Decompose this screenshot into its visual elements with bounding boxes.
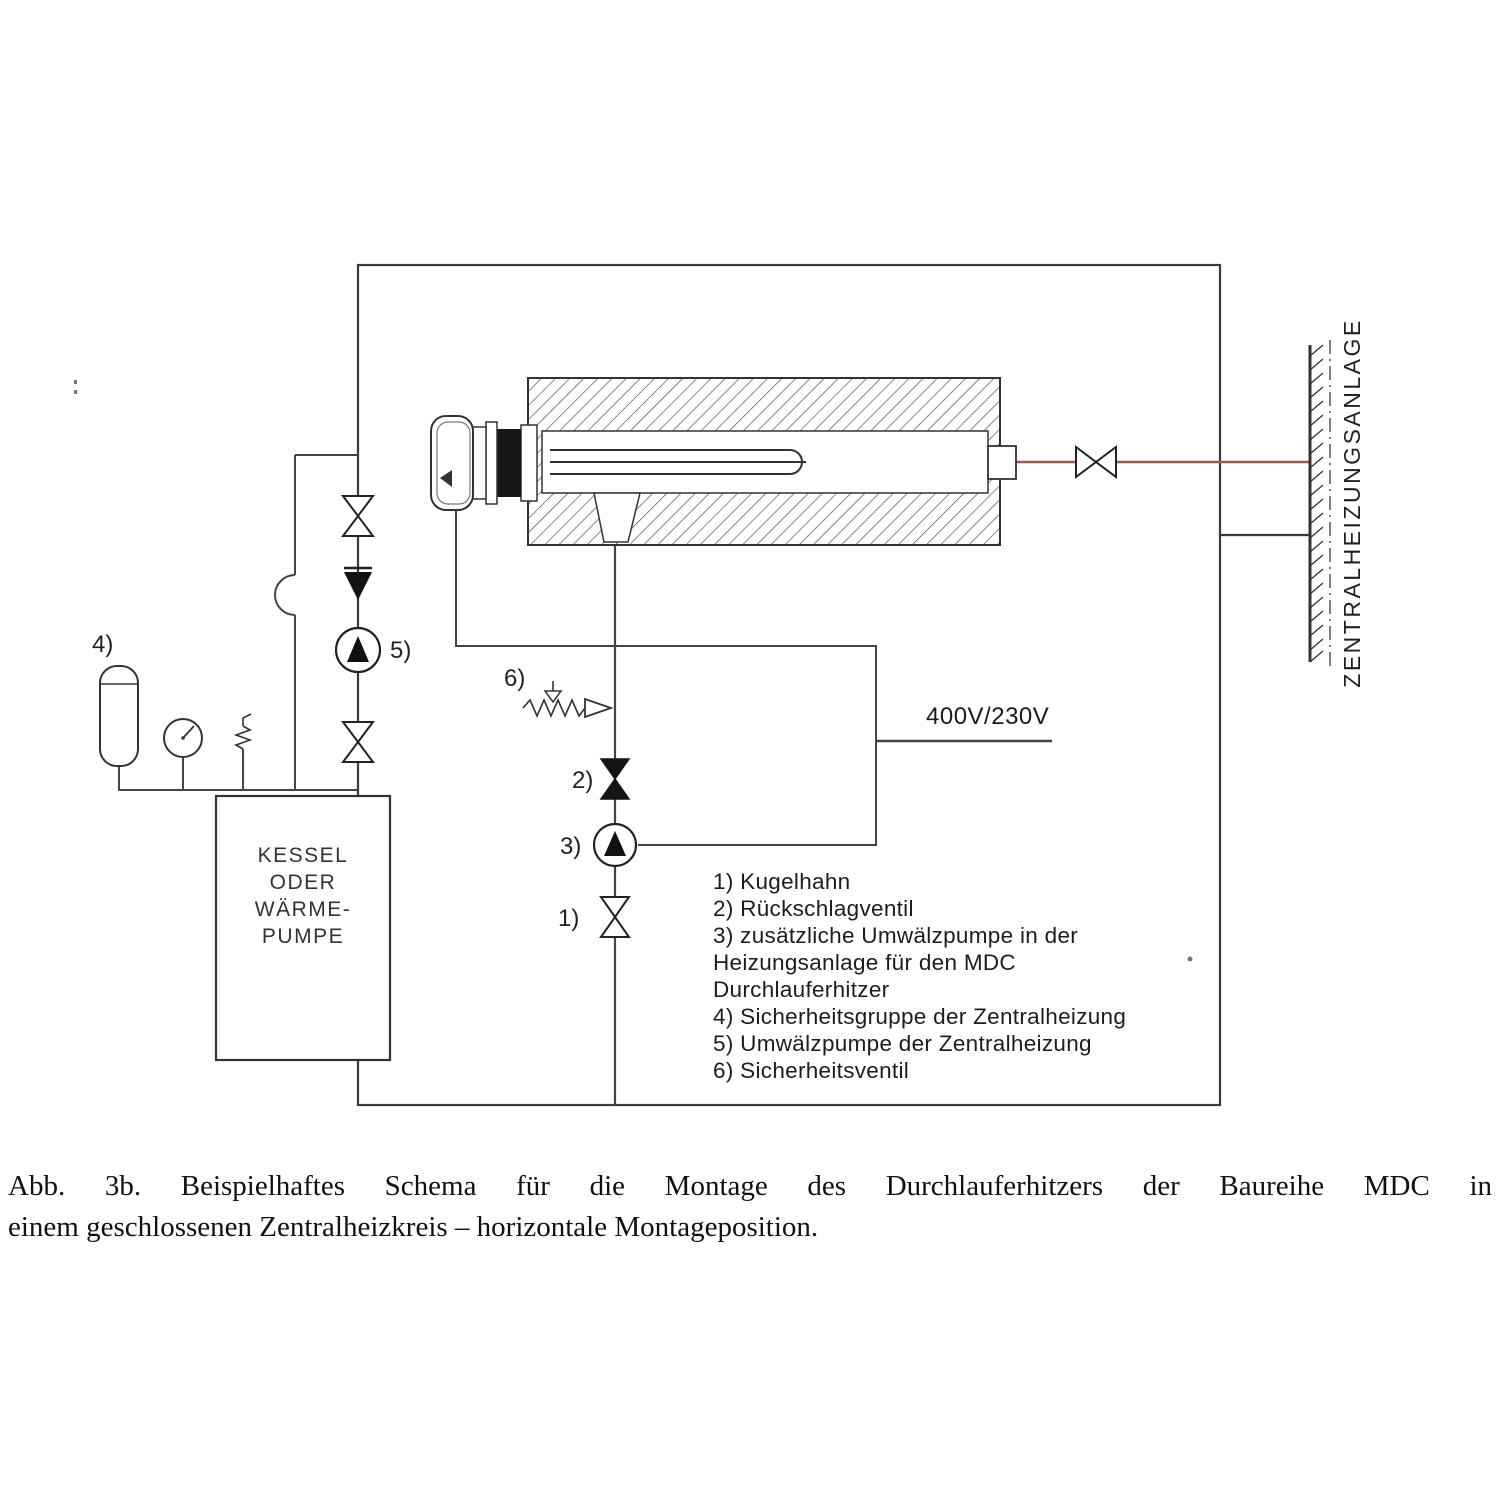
flow-shutoff-valve — [1075, 445, 1117, 479]
electrical-wiring — [455, 510, 1052, 846]
pump-rotor-icon — [347, 636, 369, 662]
circuit-loop — [356, 263, 1222, 1107]
legend-line: 6) Sicherheitsventil — [713, 1058, 910, 1083]
figure-caption: Abb. 3b. Beispielhaftes Schema für die M… — [8, 1166, 1492, 1248]
boiler-line1: KESSEL — [258, 844, 349, 867]
boiler-line4: PUMPE — [262, 925, 344, 948]
caption-line2: einem geschlossenen Zentralheizkreis – h… — [8, 1211, 819, 1243]
callout-3: 3) — [560, 833, 581, 860]
gauge-needle — [182, 725, 195, 739]
boiler-line3: WÄRME- — [255, 898, 352, 921]
mdc-heater — [430, 377, 1017, 546]
legend-line: 5) Umwälzpumpe der Zentralheizung — [713, 1031, 1092, 1056]
legend-line: 3) zusätzliche Umwälzpumpe in der — [713, 923, 1079, 948]
boiler-line2: ODER — [270, 871, 337, 894]
legend: 1) Kugelhahn 2) Rückschlagventil 3) zusä… — [713, 868, 1213, 1084]
caption-line1: Abb. 3b. Beispielhaftes Schema für die M… — [8, 1170, 1492, 1202]
group-safety-valve — [233, 713, 253, 790]
callout-2: 2) — [572, 767, 593, 794]
central-heating-boundary: ZENTRALHEIZUNGSANLAGE — [1308, 318, 1365, 688]
circulation-pump-3 — [592, 822, 638, 868]
power-wire — [455, 510, 877, 846]
voltage-label: 400V/230V — [926, 703, 1049, 730]
legend-line: Heizungsanlage für den MDC — [713, 950, 1016, 975]
legend-line: 1) Kugelhahn — [713, 869, 851, 894]
callout-4: 4) — [92, 631, 113, 658]
heating-element — [550, 449, 806, 475]
pipe-crossover-hoop — [274, 574, 296, 616]
heater-bottom-port — [593, 492, 641, 543]
circulation-pump-5 — [334, 626, 382, 674]
pressure-gauge — [163, 718, 203, 790]
pump-rotor-icon — [604, 831, 626, 856]
legend-line: 4) Sicherheitsgruppe der Zentralheizung — [713, 1004, 1127, 1029]
legend-line: 2) Rückschlagventil — [713, 896, 914, 921]
callout-1: 1) — [558, 905, 579, 932]
riser-shutoff-valve-bottom — [341, 721, 375, 763]
electric-connection-head — [430, 415, 538, 511]
central-heating-label: ZENTRALHEIZUNGSANLAGE — [1339, 318, 1365, 687]
scan-artifacts — [74, 380, 1193, 962]
bypass-line — [274, 454, 358, 790]
expansion-vessel — [99, 665, 139, 790]
riser-shutoff-valve-top — [341, 495, 375, 537]
heater-outlet-nub — [987, 445, 1017, 480]
safety-valve-6 — [522, 681, 614, 719]
ball-valve-1 — [599, 896, 631, 938]
callout-5: 5) — [390, 637, 411, 664]
legend-line: Durchlauferhitzer — [713, 977, 890, 1002]
riser-check-valve — [344, 566, 372, 600]
check-valve-2 — [599, 758, 631, 800]
boiler-box: KESSEL ODER WÄRME- PUMPE — [214, 794, 392, 1062]
callout-6: 6) — [504, 665, 525, 692]
head-detail — [440, 470, 452, 487]
